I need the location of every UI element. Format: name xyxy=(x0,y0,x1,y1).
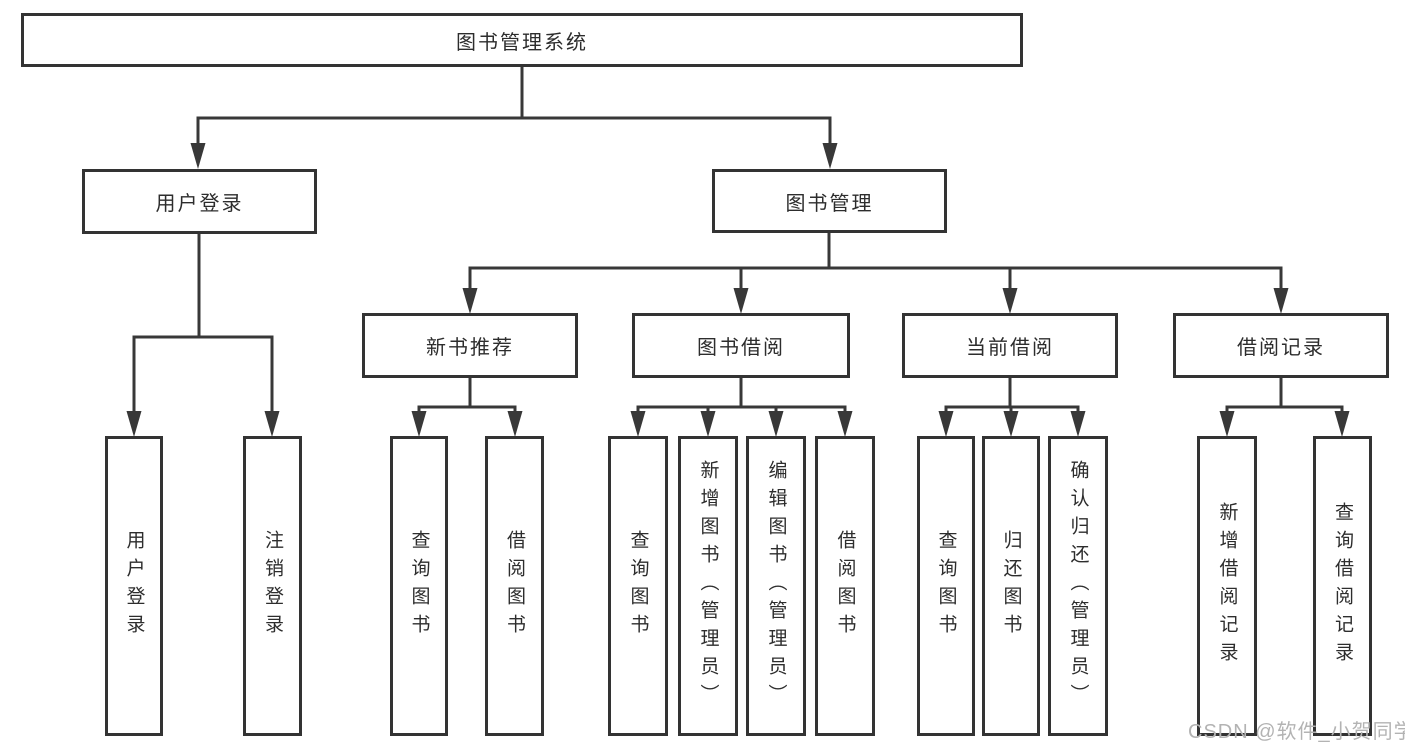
node-new-book-rec: 新书推荐 xyxy=(362,313,578,378)
node-borrow-record-label: 借阅记录 xyxy=(1237,337,1325,359)
node-user-login: 用户登录 xyxy=(82,169,317,234)
node-leaf-nbr-query: 查询图书 xyxy=(390,436,448,736)
node-leaf-cb-return: 归还图书 xyxy=(982,436,1040,736)
node-leaf-logout-label: 注销登录 xyxy=(262,530,283,642)
node-leaf-br-query: 查询借阅记录 xyxy=(1313,436,1372,736)
node-leaf-cb-confirm-label: 确认归还（管理员） xyxy=(1067,460,1089,712)
node-borrow-record: 借阅记录 xyxy=(1173,313,1389,378)
node-book-mgmt: 图书管理 xyxy=(712,169,947,233)
node-leaf-br-add-label: 新增借阅记录 xyxy=(1216,502,1238,670)
node-current-borrow-label: 当前借阅 xyxy=(966,337,1054,359)
node-leaf-bb-edit-label: 编辑图书（管理员） xyxy=(765,460,787,712)
node-leaf-bb-add-label: 新增图书（管理员） xyxy=(697,460,719,712)
node-book-borrow: 图书借阅 xyxy=(632,313,850,378)
node-book-borrow-label: 图书借阅 xyxy=(697,337,785,359)
node-leaf-cb-return-label: 归还图书 xyxy=(1000,530,1022,642)
node-leaf-bb-query-label: 查询图书 xyxy=(627,530,649,642)
node-leaf-nbr-borrow-label: 借阅图书 xyxy=(504,530,525,642)
node-leaf-cb-query: 查询图书 xyxy=(917,436,975,736)
node-leaf-user-login: 用户登录 xyxy=(105,436,163,736)
node-current-borrow: 当前借阅 xyxy=(902,313,1118,378)
node-leaf-cb-confirm: 确认归还（管理员） xyxy=(1048,436,1108,736)
node-user-login-label: 用户登录 xyxy=(155,193,244,215)
node-leaf-nbr-borrow: 借阅图书 xyxy=(485,436,544,736)
node-leaf-br-add: 新增借阅记录 xyxy=(1197,436,1257,736)
node-book-mgmt-label: 图书管理 xyxy=(785,192,874,215)
node-root-label: 图书管理系统 xyxy=(456,31,588,54)
node-leaf-bb-borrow-label: 借阅图书 xyxy=(834,530,856,642)
node-leaf-bb-query: 查询图书 xyxy=(608,436,668,736)
csdn-watermark: CSDN @软件_小贺同学 xyxy=(1188,721,1405,743)
node-leaf-logout: 注销登录 xyxy=(243,436,302,736)
node-new-book-rec-label: 新书推荐 xyxy=(426,337,514,359)
node-leaf-bb-borrow: 借阅图书 xyxy=(815,436,875,736)
node-leaf-user-login-label: 用户登录 xyxy=(123,530,145,642)
node-leaf-bb-add: 新增图书（管理员） xyxy=(678,436,738,736)
node-leaf-nbr-query-label: 查询图书 xyxy=(408,530,430,642)
node-leaf-bb-edit: 编辑图书（管理员） xyxy=(746,436,806,736)
node-leaf-br-query-label: 查询借阅记录 xyxy=(1332,502,1353,670)
node-leaf-cb-query-label: 查询图书 xyxy=(935,530,957,642)
node-root: 图书管理系统 xyxy=(21,13,1023,67)
